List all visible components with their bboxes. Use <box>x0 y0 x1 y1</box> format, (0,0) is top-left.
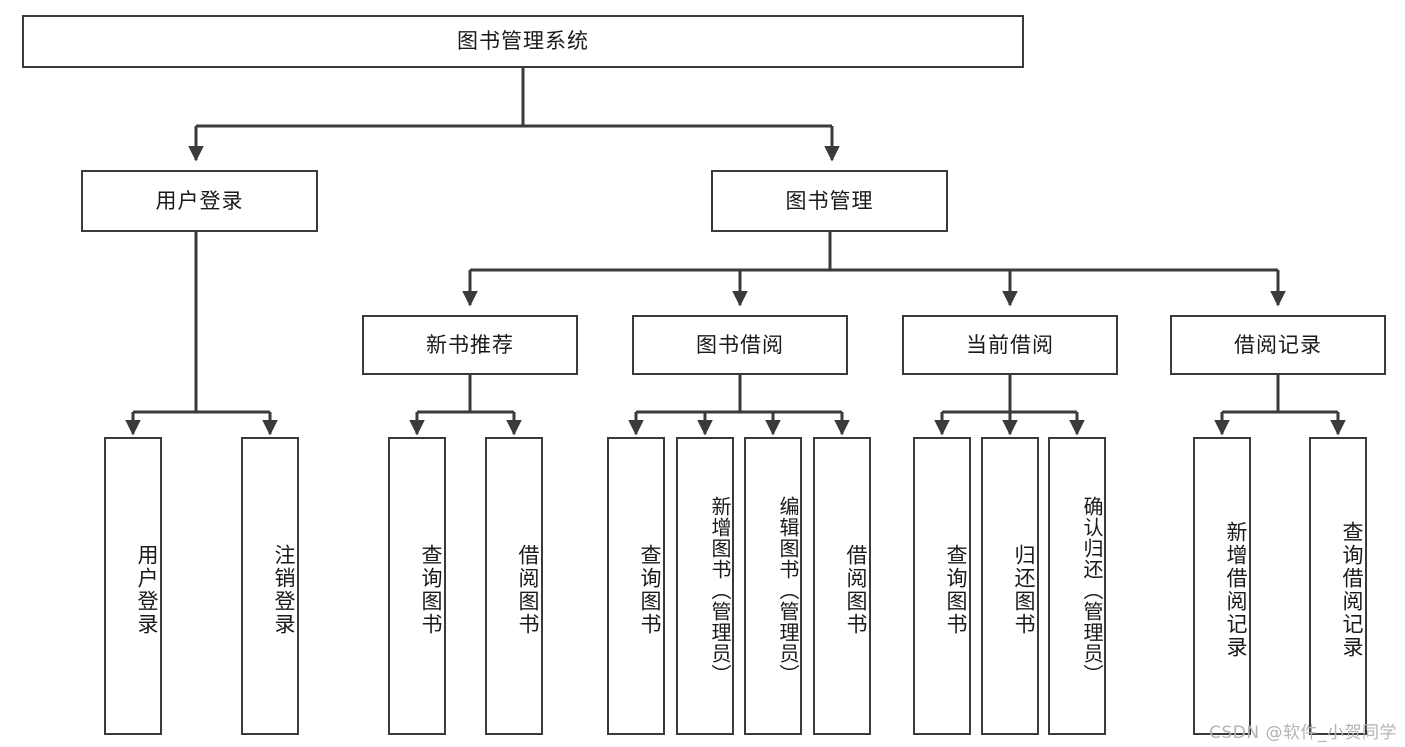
leaf-query-borrow-record[interactable]: 查询借阅记录 <box>1309 437 1367 735</box>
leaf-query-book-current[interactable]: 查询图书 <box>913 437 971 735</box>
leaf-query-book-borrow[interactable]: 查询图书 <box>607 437 665 735</box>
node-book-manage[interactable]: 图书管理 <box>711 170 948 232</box>
leaf-borrow-book-borrow[interactable]: 借阅图书 <box>813 437 871 735</box>
node-book-borrow[interactable]: 图书借阅 <box>632 315 848 375</box>
node-borrow-record[interactable]: 借阅记录 <box>1170 315 1386 375</box>
leaf-borrow-book-recommend[interactable]: 借阅图书 <box>485 437 543 735</box>
node-current-borrow[interactable]: 当前借阅 <box>902 315 1118 375</box>
leaf-user-login[interactable]: 用户登录 <box>104 437 162 735</box>
csdn-watermark: CSDN @软件_小贺同学 <box>1209 723 1397 743</box>
leaf-return-book[interactable]: 归还图书 <box>981 437 1039 735</box>
node-user-login[interactable]: 用户登录 <box>81 170 318 232</box>
leaf-add-book[interactable]: 新增图书（管理员） <box>676 437 734 735</box>
leaf-query-book-recommend[interactable]: 查询图书 <box>388 437 446 735</box>
node-new-book-recommend[interactable]: 新书推荐 <box>362 315 578 375</box>
node-root-system[interactable]: 图书管理系统 <box>22 15 1024 68</box>
leaf-logout-login[interactable]: 注销登录 <box>241 437 299 735</box>
leaf-add-borrow-record[interactable]: 新增借阅记录 <box>1193 437 1251 735</box>
leaf-confirm-return[interactable]: 确认归还（管理员） <box>1048 437 1106 735</box>
leaf-edit-book[interactable]: 编辑图书（管理员） <box>744 437 802 735</box>
